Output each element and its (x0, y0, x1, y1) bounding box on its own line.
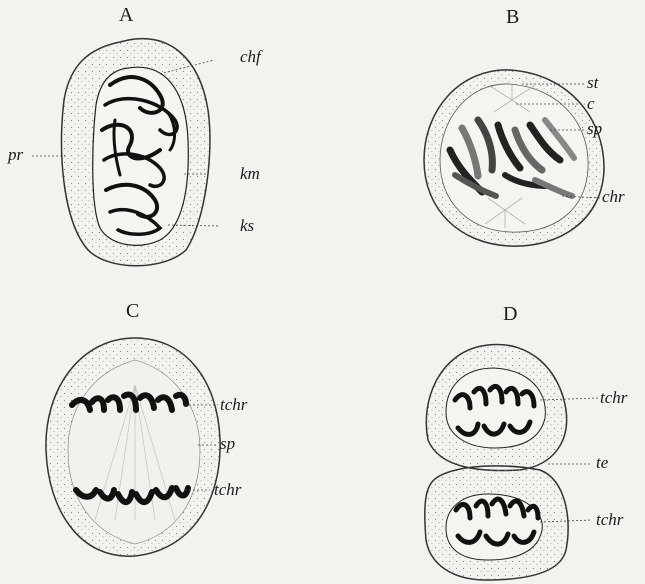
label-sp-c: sp (220, 434, 235, 454)
label-ks: ks (240, 216, 254, 236)
label-km: km (240, 164, 260, 184)
label-tchr-c-top: tchr (220, 395, 247, 415)
label-st: st (587, 73, 598, 93)
cell-a (32, 39, 220, 266)
label-tchr-c-bottom: tchr (214, 480, 241, 500)
cell-c (46, 338, 220, 556)
label-tchr-d-bottom: tchr (596, 510, 623, 530)
label-sp-b: sp (587, 119, 602, 139)
cell-d (425, 344, 598, 580)
label-c: c (587, 94, 595, 114)
label-chf: chf (240, 47, 261, 67)
label-chr: chr (602, 187, 625, 207)
label-pr: pr (8, 145, 23, 165)
cell-b (424, 70, 604, 246)
label-tchr-d-top: tchr (600, 388, 627, 408)
label-te: te (596, 453, 608, 473)
